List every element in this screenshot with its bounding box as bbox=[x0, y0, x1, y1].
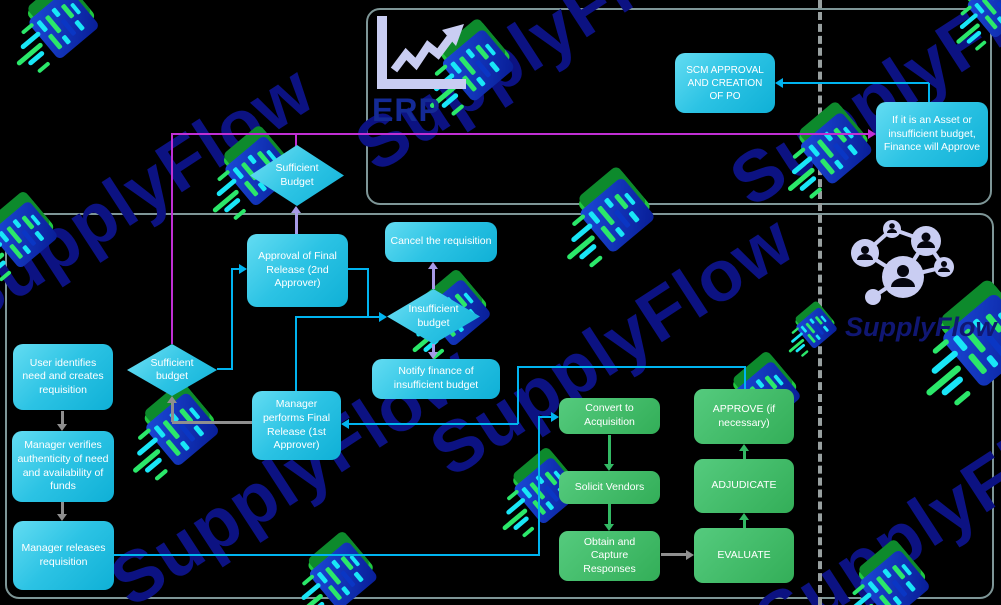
connector-manager-to-sufficient bbox=[171, 403, 174, 422]
connector-approve-to-manager bbox=[349, 423, 518, 425]
node-convert-to-acquisition: Convert to Acquisition bbox=[559, 398, 660, 434]
flying-book-icon bbox=[783, 98, 891, 206]
arrowhead bbox=[686, 550, 694, 560]
connector-asset-to-scm bbox=[783, 82, 929, 84]
flying-book-icon bbox=[952, 0, 1001, 57]
connector-manager-to-sufficient bbox=[172, 421, 252, 424]
connector-obtain-to-evaluate bbox=[661, 553, 686, 556]
connector-sufficient-to-approval2 bbox=[231, 268, 239, 270]
connector-approval2-to-insufficient bbox=[348, 268, 368, 270]
node-cancel-requisition: Cancel the requisition bbox=[385, 222, 497, 262]
connector-release-to-convert bbox=[538, 416, 540, 556]
flying-book-icon bbox=[12, 0, 117, 80]
erp-label: ERP bbox=[372, 92, 441, 128]
connector-approve-to-manager bbox=[518, 366, 746, 368]
arrowhead bbox=[604, 524, 614, 531]
connector-convert-to-solicit bbox=[608, 435, 611, 464]
logo-book-icon bbox=[786, 299, 848, 361]
arrowhead bbox=[551, 412, 559, 422]
connector-solicit-to-obtain bbox=[608, 504, 611, 524]
dashed-divider-line bbox=[818, 0, 822, 605]
arrowhead bbox=[428, 262, 438, 269]
arrowhead bbox=[868, 129, 876, 139]
arrowhead bbox=[379, 312, 387, 322]
node-manager-performs-final-release: Manager performs Final Release (1st Appr… bbox=[252, 391, 341, 460]
connector-sufficient-to-approval2 bbox=[217, 368, 232, 370]
connector-approve-to-manager bbox=[517, 366, 519, 424]
node-obtain-capture-responses: Obtain and Capture Responses bbox=[559, 531, 660, 581]
erp-system-boundary bbox=[366, 8, 992, 205]
flying-book-icon bbox=[843, 536, 948, 605]
connector-asset-to-scm bbox=[928, 83, 930, 102]
process-boundary bbox=[5, 213, 994, 599]
arrowhead bbox=[239, 264, 247, 274]
connector-sufficient-to-approval2 bbox=[231, 269, 233, 370]
arrowhead bbox=[167, 396, 177, 403]
flying-book-icon bbox=[293, 528, 395, 605]
connector-approve-to-manager bbox=[744, 366, 746, 389]
connector-adjudicate-to-approve bbox=[743, 451, 746, 459]
connector-insufficient-to-notify bbox=[432, 344, 435, 352]
people-network-icon bbox=[845, 215, 955, 313]
connector-approval2-to-budget-top bbox=[295, 213, 298, 234]
connector-budget-top-branch bbox=[295, 133, 297, 147]
node-solicit-vendors: Solicit Vendors bbox=[559, 471, 660, 504]
arrowhead bbox=[775, 78, 783, 88]
flying-book-icon bbox=[562, 163, 674, 275]
connector-sufficient-to-finance bbox=[171, 133, 868, 135]
node-manager-releases: Manager releases requisition bbox=[13, 521, 114, 590]
connector-insufficient-to-cancel bbox=[432, 269, 435, 289]
arrowhead bbox=[291, 206, 301, 213]
node-adjudicate: ADJUDICATE bbox=[694, 459, 794, 513]
node-user-identifies-need: User identifies need and creates requisi… bbox=[13, 344, 113, 410]
connector-release-to-convert bbox=[540, 416, 551, 418]
erp-chart-icon bbox=[368, 12, 472, 96]
node-approval-final-release-2nd: Approval of Final Release (2nd Approver) bbox=[247, 234, 348, 307]
connector-evaluate-to-adjudicate bbox=[743, 520, 746, 528]
connector-verify-to-release bbox=[61, 501, 64, 514]
connector-sufficient-to-finance bbox=[171, 134, 173, 344]
node-notify-finance: Notify finance of insufficient budget bbox=[372, 359, 500, 399]
arrowhead bbox=[57, 424, 67, 431]
connector-manager-to-insufficient bbox=[295, 316, 297, 391]
connector-release-to-convert bbox=[114, 554, 538, 556]
node-approve-if-necessary: APPROVE (if necessary) bbox=[694, 389, 794, 444]
connector-manager-to-insufficient bbox=[295, 316, 379, 318]
node-scm-approval: SCM APPROVAL AND CREATION OF PO bbox=[675, 53, 775, 113]
arrowhead bbox=[739, 513, 749, 520]
flying-book-icon bbox=[128, 378, 238, 488]
arrowhead bbox=[57, 514, 67, 521]
connector-user-to-verify bbox=[61, 411, 64, 424]
arrowhead bbox=[604, 464, 614, 471]
logo-text: SupplyFlow bbox=[845, 312, 997, 342]
connector-approval2-to-insufficient bbox=[367, 268, 369, 318]
arrowhead bbox=[428, 352, 438, 359]
arrowhead bbox=[341, 419, 349, 429]
arrowhead bbox=[739, 444, 749, 451]
node-asset-finance-approve: If it is an Asset or insufficient budget… bbox=[876, 102, 988, 167]
flying-book-icon bbox=[0, 188, 75, 288]
node-evaluate: EVALUATE bbox=[694, 528, 794, 583]
node-manager-verifies: Manager verifies authenticity of need an… bbox=[12, 431, 114, 502]
